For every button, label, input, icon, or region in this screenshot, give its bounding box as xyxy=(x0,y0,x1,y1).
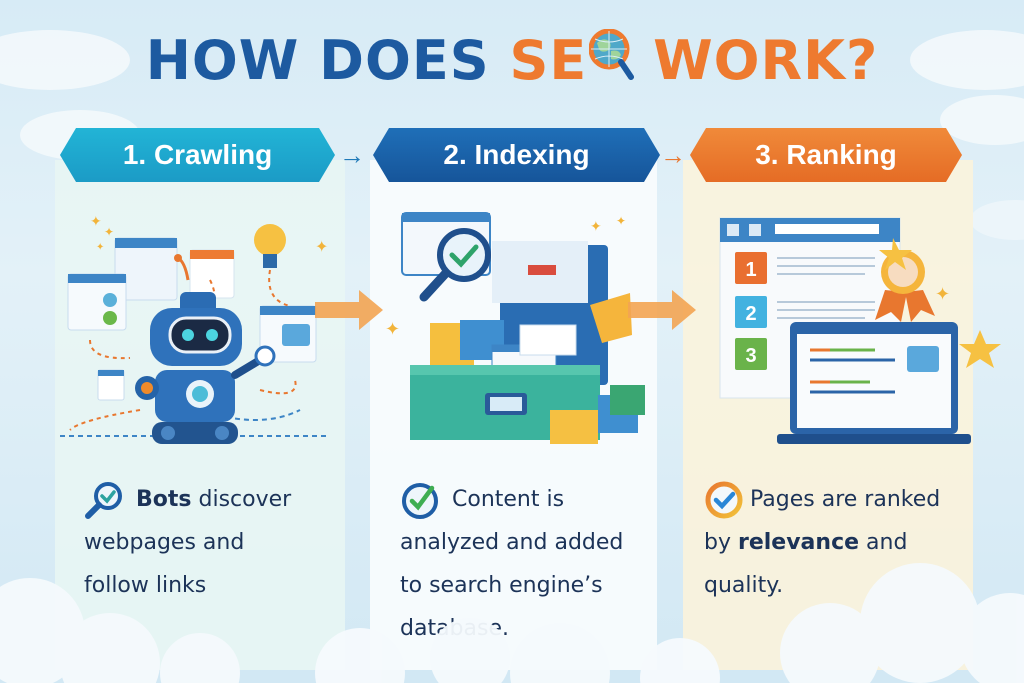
svg-text:✦: ✦ xyxy=(90,213,102,229)
connector-arrow-icon: → xyxy=(660,140,686,170)
ranking-description: Pages are ranked by relevance and qualit… xyxy=(704,478,964,607)
desc-text: quality. xyxy=(704,573,784,598)
desc-text: Pages are ranked xyxy=(750,487,941,512)
step-crawling-header: 1. Crawling xyxy=(60,128,335,182)
desc-text: by xyxy=(704,530,738,555)
rank-2: 2 xyxy=(745,303,756,325)
ranked-results-laptop-illustration: 1 2 3 ✦ xyxy=(715,210,1005,450)
svg-text:✦: ✦ xyxy=(935,284,950,304)
crawling-description: Bots discover webpages and follow links xyxy=(84,478,344,607)
step-indexing-header: 2. Indexing xyxy=(373,128,660,182)
flow-arrow-icon xyxy=(628,290,698,335)
title-part-se: SE xyxy=(509,29,588,92)
globe-magnifier-icon xyxy=(588,28,635,80)
bottom-clouds-decoration xyxy=(0,563,1024,683)
svg-text:✦: ✦ xyxy=(385,319,400,339)
magnifier-check-icon xyxy=(84,480,124,520)
page-title: HOW DOES SE WORK? xyxy=(0,26,1024,96)
desc-text: follow links xyxy=(84,573,207,598)
robot-crawler-illustration: ✦✦✦✦ xyxy=(60,210,330,450)
svg-text:✦: ✦ xyxy=(616,214,626,228)
svg-text:✦: ✦ xyxy=(590,218,602,234)
rank-3: 3 xyxy=(745,345,756,367)
rank-1: 1 xyxy=(745,259,756,281)
background-cloud xyxy=(0,30,130,90)
svg-text:✦: ✦ xyxy=(315,239,328,256)
desc-text: Content is xyxy=(452,487,565,512)
desc-text: to search engine’s xyxy=(400,573,603,598)
background-cloud xyxy=(910,30,1024,90)
title-part-how-does: HOW DOES xyxy=(145,29,510,92)
desc-text: discover xyxy=(191,487,292,512)
title-part-work: WORK? xyxy=(633,29,879,92)
flow-arrow-icon xyxy=(315,290,385,335)
desc-text: and xyxy=(859,530,908,555)
desc-bold-relevance: relevance xyxy=(737,530,860,555)
circle-check-icon xyxy=(400,480,440,520)
desc-bold-bots: Bots xyxy=(136,487,192,512)
desc-text: analyzed and added xyxy=(400,530,624,555)
step-ranking-header: 3. Ranking xyxy=(690,128,962,182)
ranking-badge-check-icon xyxy=(704,480,744,520)
svg-text:✦: ✦ xyxy=(104,225,114,239)
connector-arrow-icon: → xyxy=(339,140,365,170)
desc-text: webpages and xyxy=(84,530,245,555)
background-cloud xyxy=(940,95,1024,145)
svg-text:✦: ✦ xyxy=(96,242,104,253)
filing-cabinet-illustration: ✦ ✦ ✦ xyxy=(380,205,650,450)
